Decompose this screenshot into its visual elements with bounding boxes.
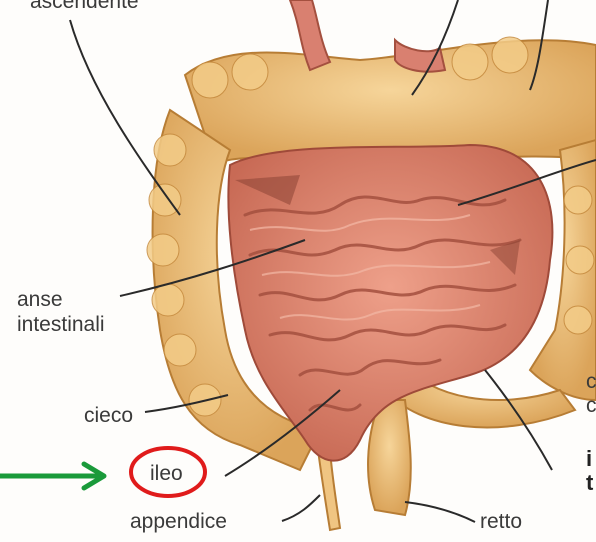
label-right-cut-4: t <box>586 470 594 495</box>
label-right-cut-1: c <box>586 370 596 393</box>
label-anse: anse <box>17 288 63 311</box>
label-appendice: appendice <box>130 510 227 533</box>
label-right-cut-2: c <box>586 394 596 417</box>
label-ileo: ileo <box>150 462 183 485</box>
label-cieco: cieco <box>84 404 133 427</box>
label-retto: retto <box>480 510 522 533</box>
right-arrow-icon <box>0 464 104 488</box>
label-top-partial: ascendente <box>30 0 139 13</box>
label-right-cut-3: i <box>586 446 592 471</box>
label-intestinali: intestinali <box>17 313 105 336</box>
